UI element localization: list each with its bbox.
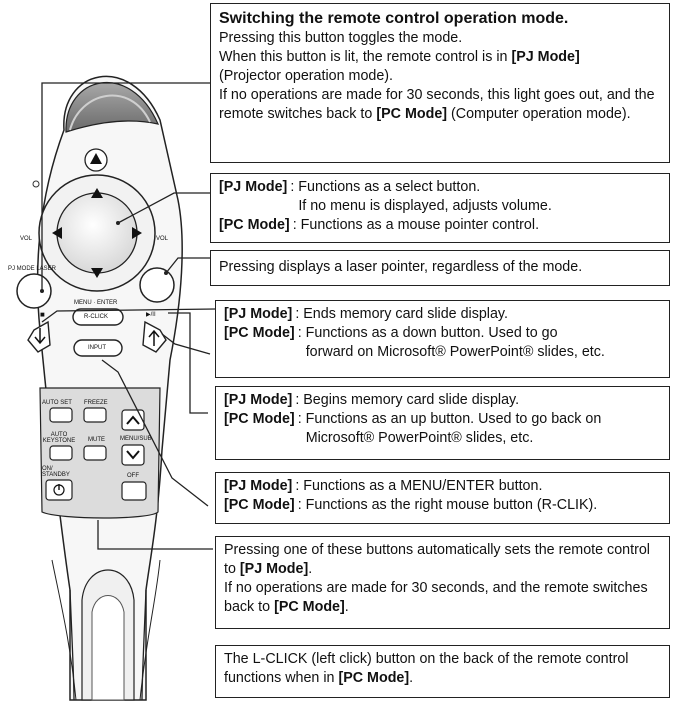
callout-title: Switching the remote control operation m…	[219, 10, 569, 27]
pc-mode-tag: [PC Mode]	[224, 411, 295, 427]
chevron-down-icon	[126, 450, 140, 460]
auto-keystone-button	[49, 445, 73, 461]
leader-lines	[41, 82, 216, 550]
on-standby-label: ON/ STANDBY	[42, 466, 70, 478]
pj-mode-tag: [PJ Mode]	[511, 49, 580, 65]
stop-label: ■	[40, 310, 45, 319]
input-label: INPUT	[88, 345, 106, 351]
callout-select-button: [PJ Mode] : Functions as a select button…	[210, 173, 670, 243]
off-label: OFF	[127, 473, 139, 479]
callout-lclick: The L-CLICK (left click) button on the b…	[215, 645, 670, 698]
mode-description: : Functions as a down button. Used to go	[297, 325, 558, 341]
callout-text: If no operations are made for 30 seconds…	[224, 580, 648, 615]
callout-text: Pressing this button toggles the mode.	[219, 30, 463, 46]
vol-plus-label: VOL	[156, 236, 169, 242]
chevron-up-icon	[126, 415, 140, 425]
callout-text: (Projector operation mode).	[219, 68, 394, 84]
pc-mode-tag: [PC Mode]	[274, 599, 345, 615]
callout-stop-button: [PJ Mode] : Ends memory card slide displ…	[215, 300, 670, 378]
callout-text: The L-CLICK (left click) button on the b…	[224, 651, 629, 686]
vol-minus-label: VOL	[20, 236, 33, 242]
menu-enter-label: MENU · ENTER	[74, 300, 118, 306]
remote-bottom-clip	[69, 589, 147, 701]
pc-mode-row: [PC Mode] : Functions as a down button. …	[224, 324, 661, 362]
mode-description: : Functions as a mouse pointer control.	[292, 217, 540, 233]
pc-mode-tag: [PC Mode]	[219, 217, 290, 233]
remote-top-cap	[65, 82, 160, 133]
pj-mode-tag: [PJ Mode]	[224, 478, 293, 494]
pj-mode-tag: [PJ Mode]	[224, 392, 293, 408]
menu-up-button	[121, 409, 145, 431]
arrow-down-icon	[91, 268, 103, 278]
arrow-left-icon	[52, 227, 62, 239]
off-button	[121, 481, 147, 501]
mode-description: : Ends memory card slide display.	[295, 306, 508, 322]
callout-panel-buttons: Pressing one of these buttons automatica…	[215, 536, 670, 629]
menu-sub-label: MENU/SUB	[120, 436, 152, 442]
pj-mode-row: [PJ Mode] : Functions as a MENU/ENTER bu…	[224, 477, 661, 496]
pj-mode-button	[16, 273, 52, 309]
callout-mode-switch: Switching the remote control operation m…	[210, 3, 670, 163]
mode-description: forward on Microsoft® PowerPoint® slides…	[305, 344, 605, 360]
mute-button	[83, 445, 107, 461]
laser-button	[139, 267, 175, 303]
pc-mode-row: [PC Mode] : Functions as the right mouse…	[224, 496, 661, 515]
callout-text: Pressing displays a laser pointer, regar…	[219, 259, 583, 275]
callout-play-button: [PJ Mode] : Begins memory card slide dis…	[215, 386, 670, 460]
play-pause-label: ▶/II	[146, 312, 156, 318]
pj-mode-laser-label: PJ MODE LASER	[8, 266, 57, 272]
mode-description: : Begins memory card slide display.	[295, 392, 520, 408]
mute-label: MUTE	[88, 437, 105, 443]
pc-mode-tag: [PC Mode]	[224, 325, 295, 341]
menu-down-button	[121, 444, 145, 466]
pj-mode-tag: [PJ Mode]	[219, 179, 288, 195]
pc-mode-row: [PC Mode] : Functions as an up button. U…	[224, 410, 661, 448]
rclick-label: R-CLICK	[84, 314, 109, 320]
auto-keystone-label: AUTO KEYSTONE	[42, 432, 76, 444]
input-button	[73, 339, 123, 357]
pc-mode-row: [PC Mode] : Functions as a mouse pointer…	[219, 216, 661, 235]
pj-mode-row: [PJ Mode] : Begins memory card slide dis…	[224, 391, 661, 410]
auto-set-button	[49, 407, 73, 423]
mode-description: If no menu is displayed, adjusts volume.	[298, 198, 552, 214]
callout-text: Pressing one of these buttons automatica…	[224, 542, 650, 577]
arrow-right-icon	[132, 227, 142, 239]
freeze-label: FREEZE	[84, 400, 108, 406]
mode-description: : Functions as a select button.	[290, 179, 481, 195]
pc-mode-tag: [PC Mode]	[224, 497, 295, 513]
callout-laser: Pressing displays a laser pointer, regar…	[210, 250, 670, 286]
pc-mode-tag: [PC Mode]	[338, 670, 410, 686]
callout-text: When this button is lit, the remote cont…	[219, 49, 580, 65]
pj-mode-tag: [PJ Mode]	[224, 306, 293, 322]
callout-menu-enter: [PJ Mode] : Functions as a MENU/ENTER bu…	[215, 472, 670, 524]
stop-down-button	[27, 320, 51, 353]
arrow-up-icon	[91, 188, 103, 198]
direction-pad-center	[56, 192, 138, 274]
pj-mode-row: [PJ Mode] : Ends memory card slide displ…	[224, 305, 661, 324]
callout-text: If no operations are made for 30 seconds…	[219, 87, 655, 122]
mode-description: : Functions as the right mouse button (R…	[297, 497, 598, 513]
mode-description: Microsoft® PowerPoint® slides, etc.	[305, 430, 534, 446]
rclick-button	[72, 308, 124, 326]
auto-set-label: AUTO SET	[42, 400, 72, 406]
freeze-button	[83, 407, 107, 423]
pc-mode-tag: [PC Mode]	[376, 106, 448, 122]
pj-mode-row: [PJ Mode] : Functions as a select button…	[219, 178, 661, 216]
pj-mode-tag: [PJ Mode]	[239, 561, 309, 577]
mode-description: : Functions as a MENU/ENTER button.	[295, 478, 543, 494]
mode-description: : Functions as an up button. Used to go …	[297, 411, 602, 427]
